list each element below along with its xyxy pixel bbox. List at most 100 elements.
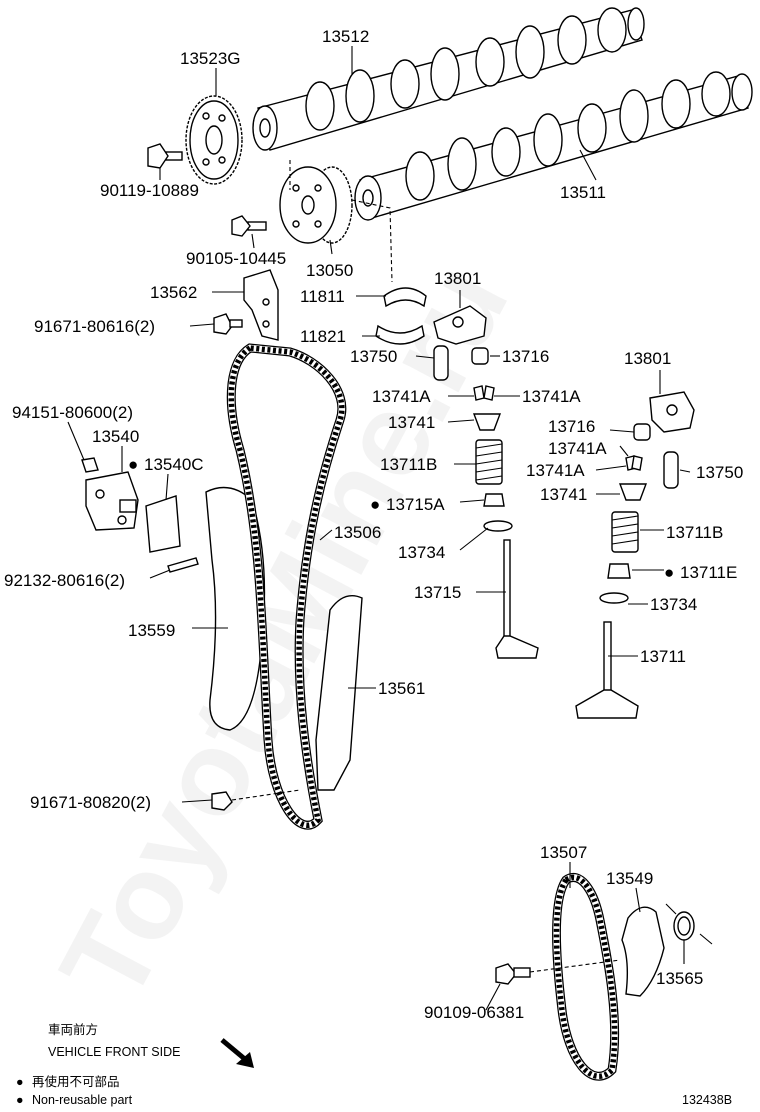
tensioner-gasket-illustration bbox=[145, 495, 181, 553]
label-13511: 13511 bbox=[560, 183, 606, 202]
valve-keeper-illustration bbox=[473, 385, 485, 401]
intake-valve-illustration bbox=[575, 621, 639, 719]
label-13741-lower: 13741 bbox=[540, 485, 587, 504]
label-13540c-group: ● 13540C bbox=[128, 455, 204, 474]
exhaust-cam-sprocket-illustration bbox=[185, 95, 243, 185]
label-13540c: 13540C bbox=[144, 455, 204, 474]
label-13549: 13549 bbox=[606, 869, 653, 888]
bolt-90119-illustration bbox=[147, 143, 183, 169]
diagram-id: 132438B bbox=[682, 1093, 732, 1107]
exhaust-valve-illustration bbox=[495, 539, 539, 659]
nonreusable-legend-bullet: ● bbox=[16, 1093, 24, 1107]
chain-tensioner-illustration bbox=[85, 471, 139, 531]
label-13711e-group: ● 13711E bbox=[664, 563, 737, 582]
oil-pump-tensioner-arm-illustration bbox=[621, 906, 665, 997]
label-13801-lower: 13801 bbox=[624, 349, 671, 368]
nonreusable-bullet: ● bbox=[664, 563, 674, 582]
label-13507: 13507 bbox=[540, 843, 587, 862]
label-13540: 13540 bbox=[92, 427, 139, 446]
bolt-90109-illustration bbox=[495, 963, 531, 985]
label-13559: 13559 bbox=[128, 621, 175, 640]
rocker-arm-lower-illustration bbox=[649, 391, 695, 433]
label-13741a-lower-2: 13741A bbox=[526, 461, 585, 480]
label-13050: 13050 bbox=[306, 261, 353, 280]
label-13741a-right: 13741A bbox=[522, 387, 581, 406]
valve-seal-upper-illustration bbox=[483, 493, 505, 507]
valve-keeper-illustration bbox=[483, 385, 495, 401]
rocker-arm-upper-illustration bbox=[433, 305, 487, 345]
nonreusable-bullet: ● bbox=[128, 455, 138, 474]
label-13715: 13715 bbox=[414, 583, 461, 602]
bracket-13562-illustration bbox=[243, 269, 279, 341]
label-13715a: 13715A bbox=[386, 495, 445, 514]
nonreusable-legend-bullet: ● bbox=[16, 1075, 24, 1089]
bearing-lower-illustration bbox=[375, 324, 425, 345]
label-91671-80616: 91671-80616(2) bbox=[34, 317, 155, 336]
label-13506: 13506 bbox=[334, 523, 381, 542]
label-13565: 13565 bbox=[656, 969, 703, 988]
assembly-line bbox=[231, 789, 301, 801]
label-13523g: 13523G bbox=[180, 49, 241, 68]
spring-seat-lower-illustration bbox=[599, 592, 629, 604]
label-13734-lower: 13734 bbox=[650, 595, 697, 614]
label-13562: 13562 bbox=[150, 283, 197, 302]
valve-spring-lower-illustration bbox=[611, 511, 639, 553]
assembly-line bbox=[529, 959, 621, 973]
label-13741a-left: 13741A bbox=[372, 387, 431, 406]
label-13716-upper: 13716 bbox=[502, 347, 549, 366]
spring-retainer-upper-illustration bbox=[472, 413, 502, 431]
label-13512: 13512 bbox=[322, 27, 369, 46]
label-92132-80616: 92132-80616(2) bbox=[4, 571, 125, 590]
valve-cap-lower-illustration bbox=[633, 423, 651, 441]
leader-lines bbox=[67, 46, 691, 1011]
front-direction-arrow-icon bbox=[220, 1038, 254, 1068]
camshaft-intake-illustration bbox=[354, 71, 753, 221]
label-13711b-lower: 13711B bbox=[666, 523, 723, 542]
label-11821: 11821 bbox=[300, 327, 346, 346]
vvt-gear-illustration bbox=[279, 166, 353, 244]
label-94151-80600: 94151-80600(2) bbox=[12, 403, 133, 422]
label-13750-upper: 13750 bbox=[350, 347, 397, 366]
label-91671-80820: 91671-80820(2) bbox=[30, 793, 151, 812]
valve-spring-upper-illustration bbox=[475, 439, 503, 485]
label-13561: 13561 bbox=[378, 679, 425, 698]
label-13716-lower: 13716 bbox=[548, 417, 595, 436]
valve-cap-upper-illustration bbox=[471, 347, 489, 365]
timing-chain-illustration bbox=[226, 343, 347, 830]
stud-92132-illustration bbox=[167, 557, 199, 573]
label-11811: 11811 bbox=[300, 287, 345, 306]
nonreusable-bullet: ● bbox=[370, 495, 380, 514]
bolt-91671a-illustration bbox=[213, 313, 243, 335]
label-13750-lower: 13750 bbox=[696, 463, 743, 482]
valve-seal-lower-illustration bbox=[607, 563, 631, 579]
assembly-line bbox=[351, 199, 393, 283]
bolt-90105-illustration bbox=[231, 215, 267, 237]
bearing-upper-illustration bbox=[383, 287, 427, 308]
label-13711e: 13711E bbox=[680, 563, 737, 582]
label-90109-06381: 90109-06381 bbox=[424, 1003, 524, 1022]
watermark: ToyotaMine.ru bbox=[35, 243, 534, 1022]
front-note-jp: 車両前方 bbox=[48, 1022, 98, 1037]
nonreusable-note-en: Non-reusable part bbox=[32, 1093, 133, 1107]
camshaft-exhaust-illustration bbox=[252, 7, 645, 151]
label-13711b-upper: 13711B bbox=[380, 455, 437, 474]
label-90105-10445: 90105-10445 bbox=[186, 249, 286, 268]
chain-guide-illustration bbox=[315, 595, 363, 791]
valve-keeper-illustration bbox=[631, 455, 643, 471]
oil-pump-chain-illustration bbox=[552, 873, 620, 1081]
label-90119-10889: 90119-10889 bbox=[100, 181, 199, 200]
bolt-91671b-illustration bbox=[211, 791, 233, 811]
spring-seat-upper-illustration bbox=[483, 520, 513, 532]
front-note-en: VEHICLE FRONT SIDE bbox=[48, 1045, 180, 1059]
label-13741-upper: 13741 bbox=[388, 413, 435, 432]
label-13715a-group: ● 13715A bbox=[370, 495, 445, 514]
bolt-94151-illustration bbox=[81, 457, 99, 473]
lash-adjuster-upper-illustration bbox=[433, 345, 449, 381]
label-13741a-lower: 13741A bbox=[548, 439, 607, 458]
label-13711: 13711 bbox=[640, 647, 686, 666]
lash-adjuster-lower-illustration bbox=[663, 451, 679, 489]
spring-retainer-lower-illustration bbox=[618, 483, 648, 501]
label-13734-upper: 13734 bbox=[398, 543, 445, 562]
nonreusable-note-jp: 再使用不可部品 bbox=[32, 1074, 120, 1089]
